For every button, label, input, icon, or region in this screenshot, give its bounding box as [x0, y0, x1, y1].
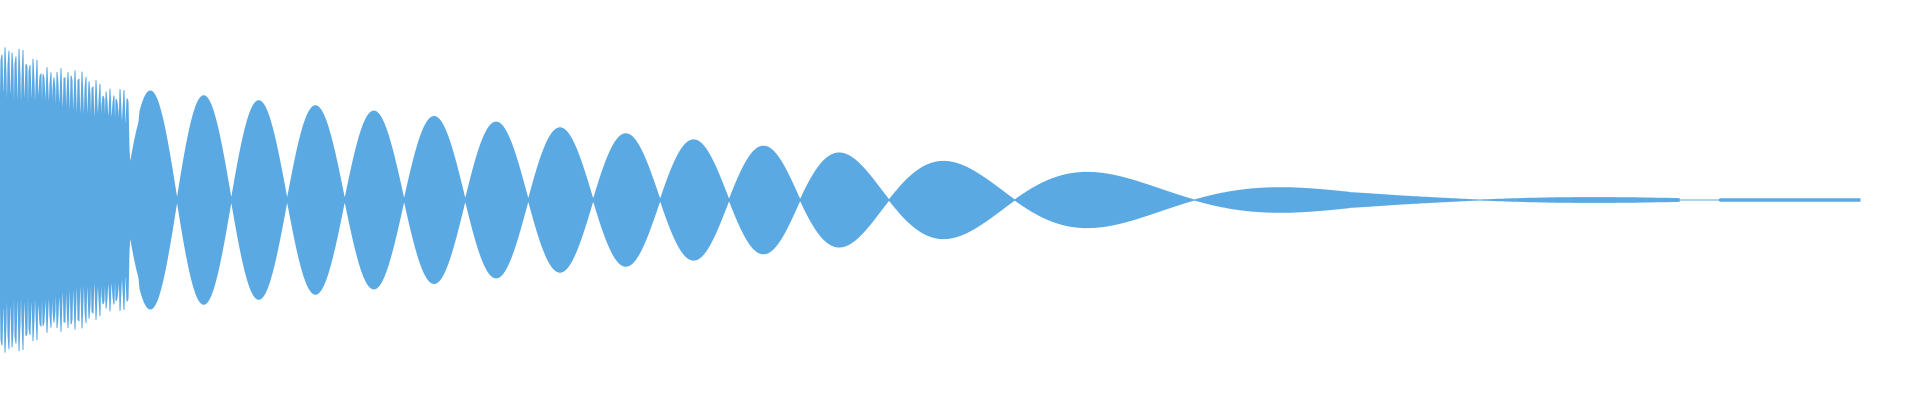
waveform-shape — [0, 47, 1861, 353]
